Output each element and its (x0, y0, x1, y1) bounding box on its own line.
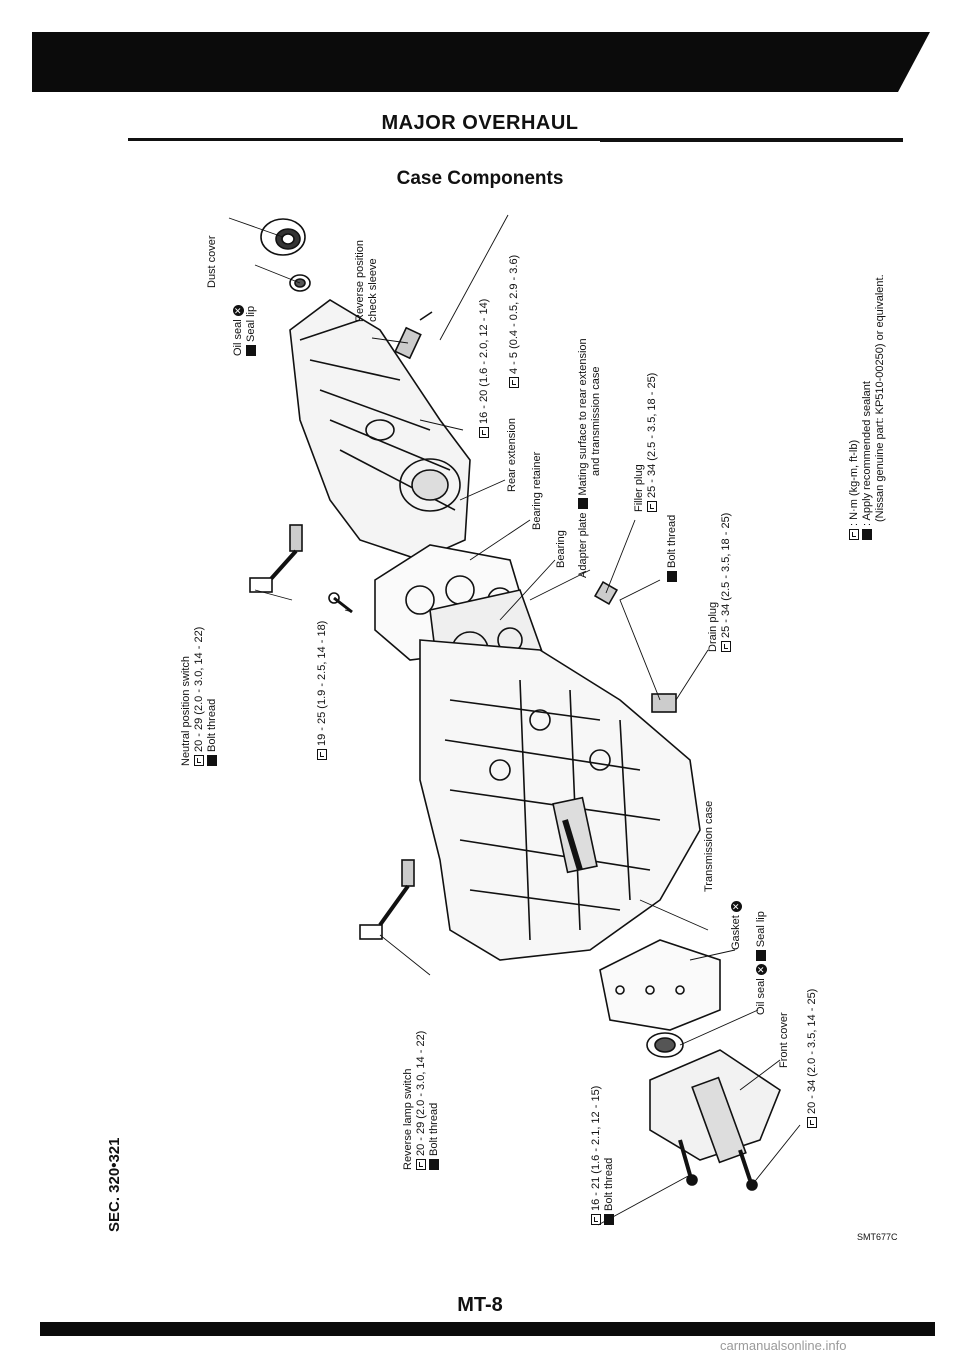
label-adapter-plate: Adapter plate Mating surface to rear ext… (577, 338, 602, 578)
replace-icon: ✕ (730, 901, 742, 913)
torque-icon (807, 1117, 818, 1128)
gasket-part (599, 939, 721, 1031)
torque-icon (479, 427, 490, 438)
torque-icon (317, 749, 328, 760)
sealant-icon (429, 1159, 440, 1170)
label-drain-plug: Drain plug 25 - 34 (2.5 - 3.5, 18 - 25) (707, 512, 732, 652)
label-transmission-case: Transmission case (703, 800, 715, 892)
label-front-cover: Front cover (778, 1012, 790, 1068)
torque-icon (509, 377, 520, 388)
sealant-icon (604, 1214, 615, 1225)
label-torque-front-cover: 20 - 34 (2.0 - 3.5, 14 - 25) (806, 989, 819, 1128)
label-reverse-position-check-sleeve: Reverse position check sleeve (354, 240, 379, 322)
torque-icon (849, 529, 860, 540)
neutral-switch-part (249, 524, 303, 593)
title-rule-thin (600, 141, 903, 142)
label-rear-extension: Rear extension (506, 418, 518, 492)
rear-extension-part (289, 299, 471, 561)
legend: : N·m (kg-m, ft-lb) : Apply recommended … (848, 274, 887, 540)
label-reverse-lamp-switch: Reverse lamp switch 20 - 29 (2.0 - 3.0, … (402, 1030, 440, 1170)
reverse-lamp-switch-part (359, 859, 415, 940)
label-torque-16-21: 16 - 21 (1.6 - 2.1, 12 - 15) Bolt thread (590, 1086, 616, 1225)
torque-icon (591, 1214, 602, 1225)
input-shaft-part (562, 819, 583, 871)
label-bearing-retainer: Bearing retainer (531, 451, 543, 530)
header-black-bar (32, 32, 930, 92)
replace-icon: ✕ (232, 305, 244, 317)
page-number: MT-8 (457, 1294, 503, 1316)
sealant-icon (756, 950, 767, 962)
label-torque-4-5: 4 - 5 (0.4 - 0.5, 2.9 - 3.6) (508, 255, 521, 388)
replace-icon: ✕ (755, 964, 767, 976)
label-oil-seal-front: Oil seal ✕Seal lip (755, 911, 767, 1015)
sealant-icon (207, 755, 218, 766)
label-neutral-position-switch: Neutral position switch 20 - 29 (2.0 - 3… (180, 626, 218, 766)
sealant-icon (667, 571, 678, 582)
dust-cover-part (260, 218, 306, 256)
torque-icon (416, 1159, 427, 1170)
footer-black-bar (40, 1322, 935, 1336)
oil-seal-front-part (646, 1032, 684, 1058)
label-torque-19-25: 19 - 25 (1.9 - 2.5, 14 - 18) (316, 621, 329, 760)
small-bolt-part (328, 592, 353, 614)
figure-code: SMT677C (857, 1232, 898, 1242)
drain-plug-part (651, 693, 677, 713)
label-dust-cover: Dust cover (206, 235, 218, 288)
torque-icon (721, 641, 732, 652)
front-cover-part (649, 1049, 781, 1164)
label-filler-plug: Filler plug 25 - 34 (2.5 - 3.5, 18 - 25) (633, 372, 658, 512)
page-title: MAJOR OVERHAUL (381, 112, 579, 134)
torque-icon (194, 755, 205, 766)
label-bolt-thread-1: Bolt thread (666, 515, 679, 582)
sealant-icon (246, 345, 257, 356)
label-torque-16-20: 16 - 20 (1.6 - 2.0, 12 - 14) (478, 299, 491, 438)
title-rule (128, 138, 903, 141)
torque-icon (647, 501, 658, 512)
label-oil-seal-rear: Oil seal ✕ Seal lip (232, 305, 257, 356)
watermark: carmanualsonline.info (720, 1338, 847, 1353)
sealant-icon (578, 498, 589, 510)
label-gasket: Gasket ✕ (730, 901, 742, 950)
check-sleeve-part (394, 311, 433, 360)
transmission-case-part (419, 639, 701, 961)
sealant-icon (862, 529, 873, 540)
sec-code: SEC. 320•321 (106, 1137, 123, 1232)
section-title: Case Components (396, 168, 564, 189)
label-bearing: Bearing (555, 530, 567, 568)
